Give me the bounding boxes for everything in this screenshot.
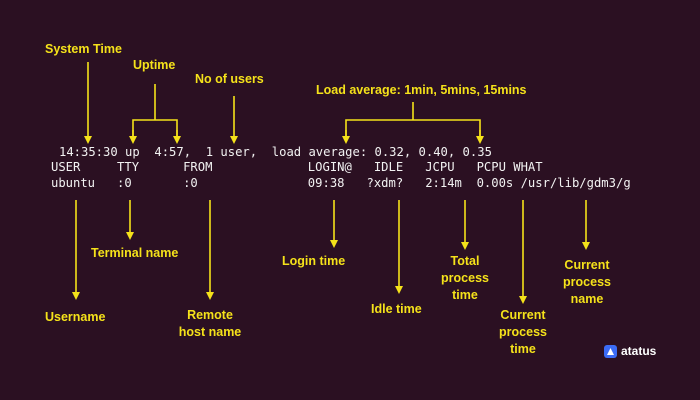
- label-current-process-name: Current process name: [563, 258, 611, 306]
- label-total-process-time: Total process time: [441, 254, 489, 302]
- terminal-line-header: USER TTY FROM LOGIN@ IDLE JCPU PCPU WHAT: [51, 160, 543, 174]
- label-uptime: Uptime: [133, 58, 176, 72]
- label-terminal-name: Terminal name: [91, 246, 179, 260]
- label-current-process-time: Current process time: [499, 308, 547, 356]
- terminal-line-uptime: 14:35:30 up 4:57, 1 user, load average: …: [59, 145, 492, 159]
- label-no-of-users: No of users: [195, 72, 264, 86]
- bracket-uptime: [132, 119, 178, 137]
- label-system-time: System Time: [45, 42, 122, 56]
- label-load-average: Load average: 1min, 5mins, 15mins: [316, 83, 527, 97]
- atatus-logo-icon: [604, 344, 617, 358]
- terminal-line-data: ubuntu :0 :0 09:38 ?xdm? 2:14m 0.00s /us…: [51, 176, 631, 190]
- label-remote-host-name: Remote host name: [178, 308, 242, 339]
- brand-logo: atatus: [604, 344, 656, 358]
- brand-name: atatus: [621, 344, 657, 358]
- label-login-time: Login time: [282, 254, 346, 268]
- label-idle-time: Idle time: [371, 302, 422, 316]
- label-username: Username: [45, 310, 106, 324]
- bracket-load-average: [345, 119, 481, 137]
